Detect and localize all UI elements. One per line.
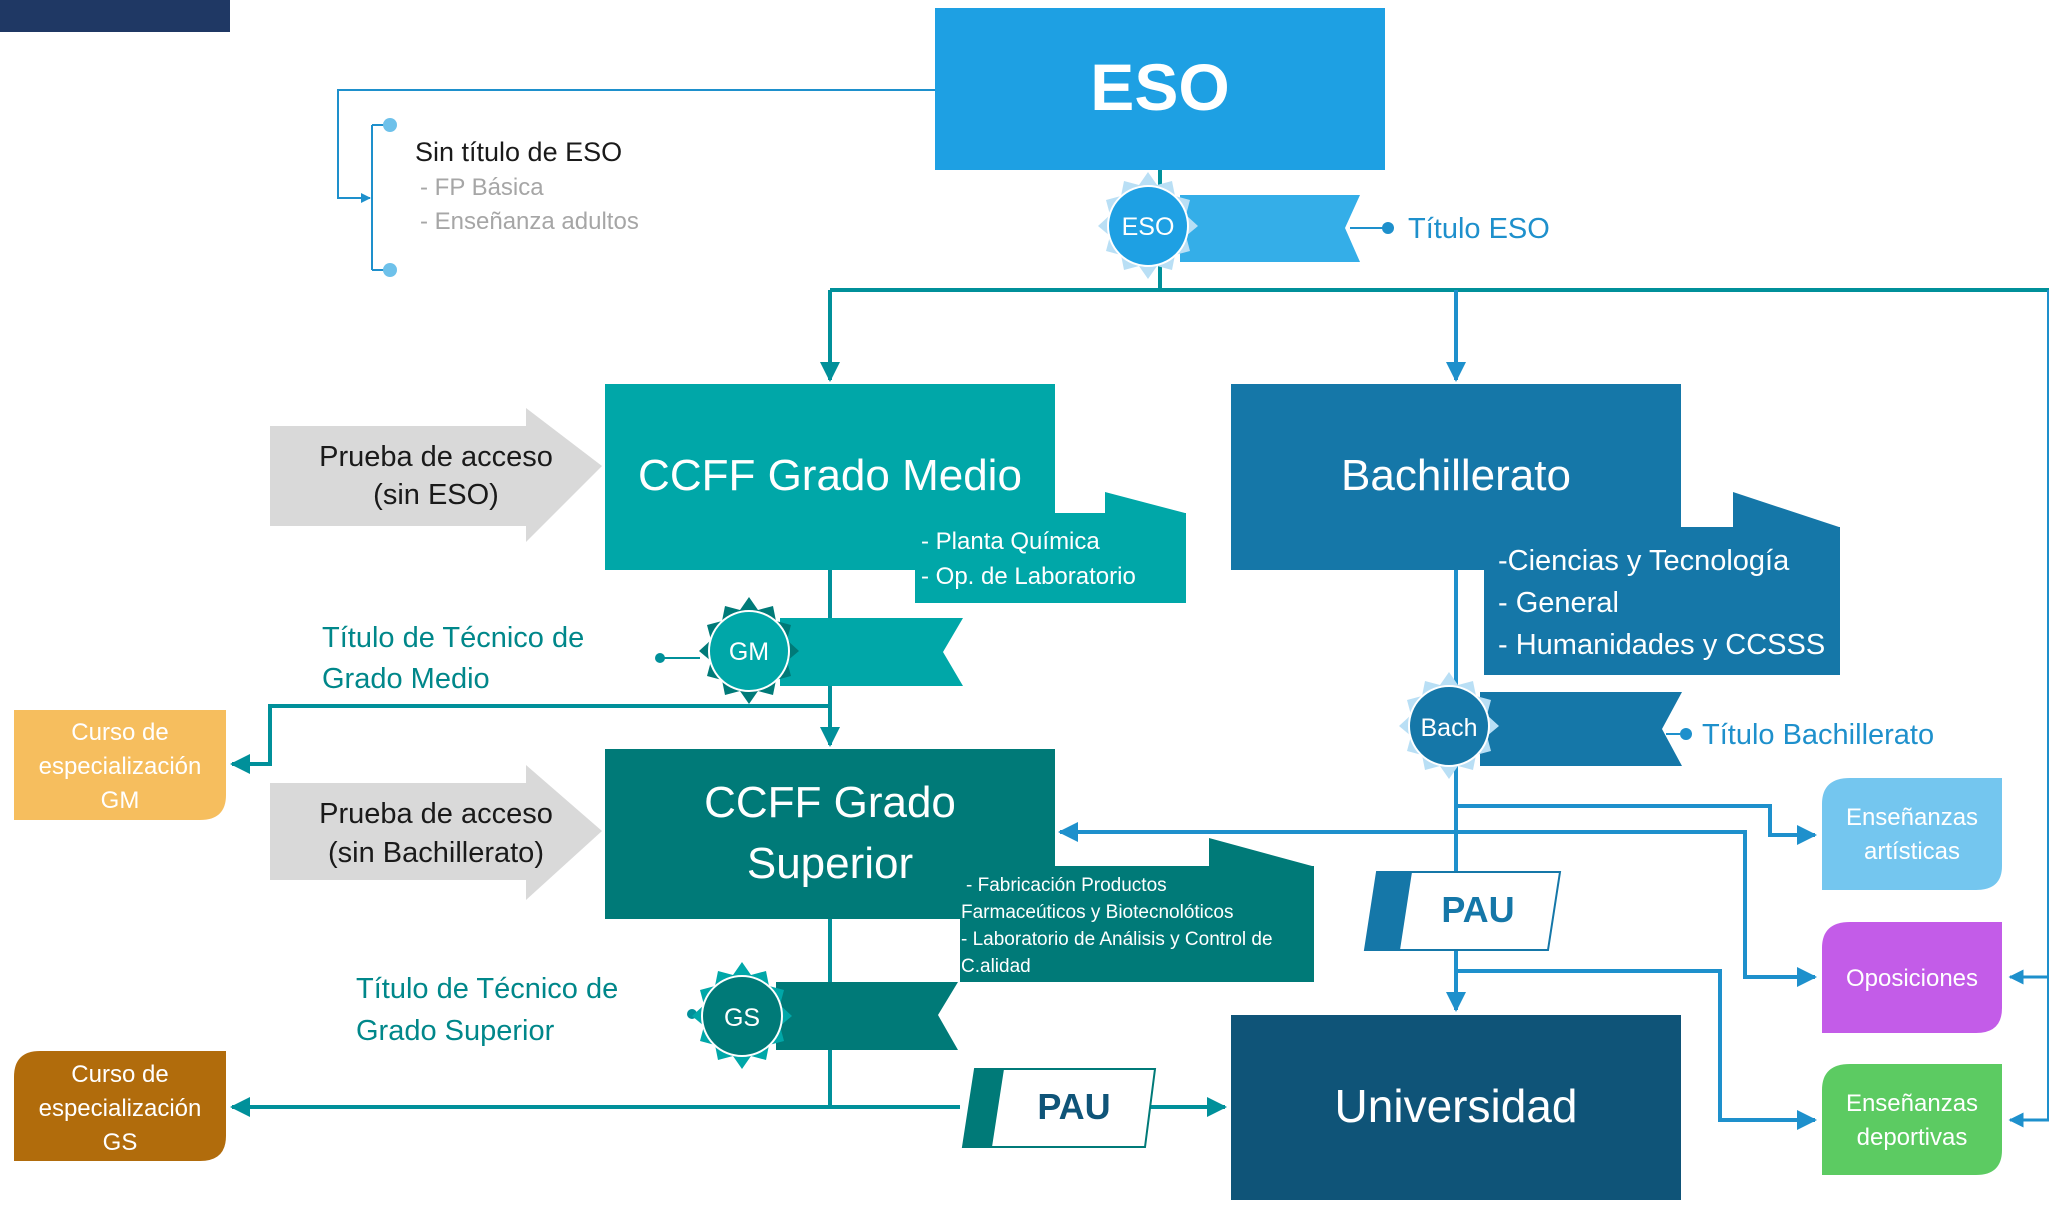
grado-medio-list: - Planta Química - Op. de Laboratorio xyxy=(915,492,1186,603)
gm-list-item: - Op. de Laboratorio xyxy=(921,563,1136,590)
title-eso: Título ESO xyxy=(1408,213,1550,245)
title-gm-block: Título de Técnico de Grado Medio xyxy=(322,622,584,695)
outcome-oposiciones: Oposiciones xyxy=(1822,922,2002,1033)
grado-medio-label: CCFF Grado Medio xyxy=(638,451,1022,500)
svg-text:deportivas: deportivas xyxy=(1857,1124,1968,1151)
sin-titulo-block: Sin título de ESO - FP Básica - Enseñanz… xyxy=(415,137,639,235)
connector-bach-artisticas xyxy=(1456,804,1817,845)
title-bach: Título Bachillerato xyxy=(1702,719,1934,751)
title-gm-line2: Grado Medio xyxy=(322,663,490,695)
gs-list-item: - Fabricación Productos xyxy=(966,875,1167,896)
svg-text:Curso de: Curso de xyxy=(71,1061,168,1088)
badge-gs-label: GS xyxy=(724,1004,760,1032)
pau-gs-label: PAU xyxy=(1037,1086,1110,1127)
pau-grado-superior: PAU xyxy=(961,1068,1157,1148)
gs-certificate: GS xyxy=(692,962,958,1069)
svg-text:Oposiciones: Oposiciones xyxy=(1846,965,1978,992)
bach-list-item: - Humanidades y CCSSS xyxy=(1498,629,1825,661)
gm-list-item: - Planta Química xyxy=(921,528,1100,555)
universidad-label: Universidad xyxy=(1335,1080,1578,1132)
node-eso: ESO xyxy=(935,8,1385,170)
grado-superior-list: - Fabricación Productos Farmaceúticos y … xyxy=(960,838,1314,982)
sin-titulo-item: - FP Básica xyxy=(420,174,544,201)
badge-eso-label: ESO xyxy=(1122,213,1175,241)
pau-bach-label: PAU xyxy=(1441,889,1514,930)
gm-certificate: GM xyxy=(699,597,963,704)
gs-list-item: C.alidad xyxy=(961,956,1031,977)
svg-text:especialización: especialización xyxy=(39,1095,202,1122)
bach-list-item: - General xyxy=(1498,587,1619,619)
grado-superior-label-1: CCFF Grado xyxy=(704,778,956,827)
svg-text:Curso de: Curso de xyxy=(71,719,168,746)
prueba-acceso-gs: Prueba de acceso (sin Bachillerato) xyxy=(270,765,602,900)
prueba-gs-line2: (sin Bachillerato) xyxy=(328,837,544,869)
prueba-gm-line1: Prueba de acceso xyxy=(319,441,553,473)
corner-logo-block xyxy=(0,0,230,32)
prueba-gm-line2: (sin ESO) xyxy=(373,479,499,511)
grado-superior-label-2: Superior xyxy=(747,839,913,888)
title-gm-line1: Título de Técnico de xyxy=(322,622,584,654)
svg-text:Enseñanzas: Enseñanzas xyxy=(1846,804,1978,831)
svg-text:artísticas: artísticas xyxy=(1864,838,1960,865)
outcome-deportivas: Enseñanzas deportivas xyxy=(1822,1064,2002,1175)
pau-bachillerato: PAU xyxy=(1363,871,1562,951)
connector-eso-sin-titulo xyxy=(337,89,935,203)
badge-bach-label: Bach xyxy=(1421,714,1478,742)
svg-text:GS: GS xyxy=(103,1129,138,1156)
bachillerato-list: -Ciencias y Tecnología - General - Human… xyxy=(1484,492,1840,675)
bachillerato-label: Bachillerato xyxy=(1341,451,1571,500)
eso-label: ESO xyxy=(1090,50,1229,124)
prueba-gs-line1: Prueba de acceso xyxy=(319,798,553,830)
title-gs-block: Título de Técnico de Grado Superior xyxy=(356,973,618,1047)
connector-bach-deportivas xyxy=(1456,969,1817,1130)
sin-titulo-title: Sin título de ESO xyxy=(415,137,622,167)
title-gs-line2: Grado Superior xyxy=(356,1015,555,1047)
prueba-acceso-gm: Prueba de acceso (sin ESO) xyxy=(270,408,602,542)
connector-bach-oposiciones xyxy=(1456,830,1817,987)
eso-certificate: ESO Título ESO xyxy=(1098,172,1550,279)
connector-gm-curso xyxy=(230,704,830,774)
svg-text:GM: GM xyxy=(101,787,140,814)
sin-titulo-item: - Enseñanza adultos xyxy=(420,208,639,235)
outcome-curso-gm: Curso de especialización GM xyxy=(14,710,226,820)
svg-text:Enseñanzas: Enseñanzas xyxy=(1846,1090,1978,1117)
bach-list-item: -Ciencias y Tecnología xyxy=(1498,545,1790,577)
gs-list-item: Farmaceúticos y Biotecnolóticos xyxy=(961,902,1233,923)
svg-text:especialización: especialización xyxy=(39,753,202,780)
node-universidad: Universidad xyxy=(1231,1015,1681,1200)
badge-gm-label: GM xyxy=(729,638,769,666)
outcome-artisticas: Enseñanzas artísticas xyxy=(1822,778,2002,890)
gs-list-item: - Laboratorio de Análisis y Control de xyxy=(961,929,1273,950)
outcome-curso-gs: Curso de especialización GS xyxy=(14,1051,226,1161)
title-gs-line1: Título de Técnico de xyxy=(356,973,618,1005)
bach-certificate: Bach Título Bachillerato xyxy=(1399,672,1934,779)
